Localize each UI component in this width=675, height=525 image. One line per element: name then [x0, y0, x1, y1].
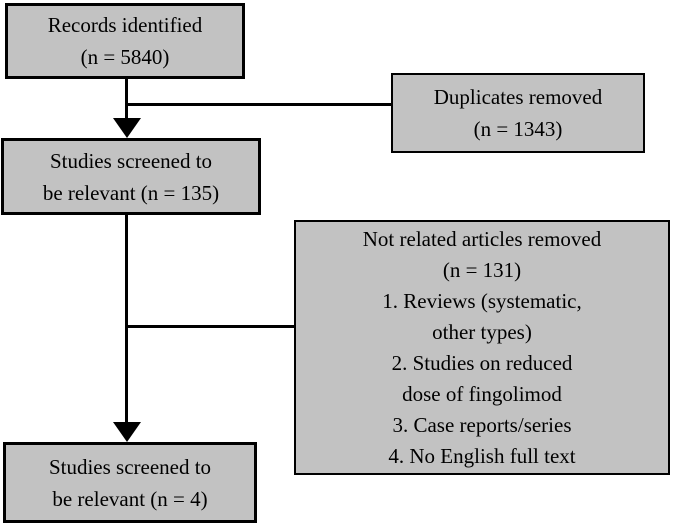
- records-line-2: (n = 5840): [80, 45, 170, 69]
- notrelated-reason-2: 2. Studies on reduced: [391, 350, 573, 375]
- duplicates-line-1: Duplicates removed: [433, 85, 603, 109]
- notrelated-reason-1: 1. Reviews (systematic,: [382, 288, 582, 313]
- notrelated-reason-4: 4. No English full text: [388, 443, 576, 468]
- records-identified-box: Records identified (n = 5840): [5, 3, 245, 79]
- duplicates-removed-box: Duplicates removed (n = 1343): [391, 73, 645, 153]
- duplicates-line-2: (n = 1343): [473, 117, 563, 141]
- screened135-line-2: be relevant (n = 135): [42, 180, 220, 205]
- screened4-line-2: be relevant (n = 4): [52, 486, 208, 511]
- connector-screened135-to-screened4: [125, 215, 128, 424]
- records-line-1: Records identified: [47, 13, 203, 37]
- notrelated-line-2: (n = 131): [442, 257, 522, 282]
- connector-branch-to-notrelated: [127, 325, 294, 328]
- screened4-line-1: Studies screened to: [48, 454, 212, 479]
- studies-screened-4-box: Studies screened to be relevant (n = 4): [3, 442, 257, 523]
- studies-screened-135-box: Studies screened to be relevant (n = 135…: [1, 138, 261, 215]
- screened135-line-1: Studies screened to: [49, 148, 213, 173]
- down-arrowhead-icon: [113, 422, 141, 442]
- not-related-articles-removed-box: Not related articles removed (n = 131) 1…: [294, 220, 670, 475]
- notrelated-reason-2b: dose of fingolimod: [402, 381, 562, 406]
- notrelated-reason-1b: other types): [432, 319, 532, 344]
- connector-branch-to-duplicates: [127, 103, 391, 106]
- connector-records-to-screened135: [125, 79, 128, 120]
- down-arrowhead-icon: [113, 118, 141, 138]
- notrelated-reason-3: 3. Case reports/series: [392, 412, 572, 437]
- notrelated-line-1: Not related articles removed: [362, 226, 602, 251]
